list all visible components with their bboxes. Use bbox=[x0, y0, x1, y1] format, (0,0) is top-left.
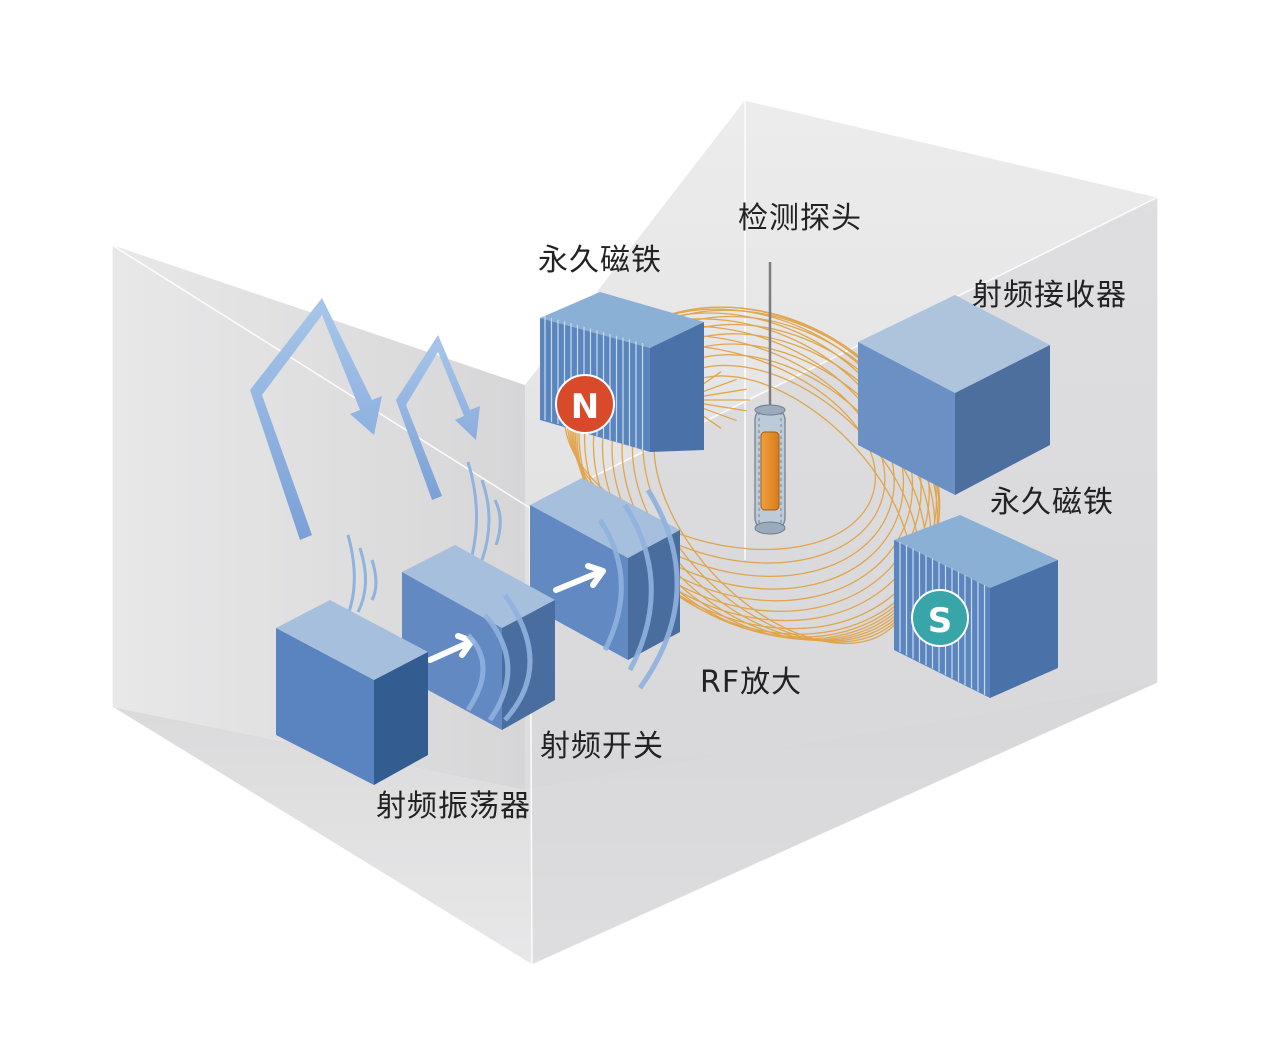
magnet-south: S bbox=[894, 515, 1058, 698]
pole-s-label: S bbox=[928, 601, 953, 641]
detection-probe bbox=[754, 262, 786, 535]
rf-oscillator-block bbox=[276, 600, 428, 785]
amp-arrow bbox=[553, 563, 606, 593]
incoming-arrows bbox=[250, 298, 480, 540]
rf-receiver-block bbox=[858, 295, 1050, 495]
label-rf-receiver: 射频接收器 bbox=[972, 278, 1127, 313]
label-permanent-magnet-top: 永久磁铁 bbox=[538, 243, 662, 278]
label-rf-oscillator: 射频振荡器 bbox=[376, 789, 531, 824]
magnet-north: N bbox=[540, 292, 704, 452]
wave-arcs-large bbox=[465, 488, 680, 722]
pole-s-badge bbox=[911, 589, 969, 647]
label-detection-probe: 检测探头 bbox=[738, 201, 862, 236]
probe-core bbox=[760, 431, 780, 511]
label-permanent-magnet-bottom: 永久磁铁 bbox=[990, 485, 1114, 520]
label-rf-switch: 射频开关 bbox=[540, 729, 664, 764]
label-rf-amplifier: RF放大 bbox=[700, 665, 802, 700]
bent-arrow-right bbox=[396, 335, 480, 500]
pole-n-badge bbox=[555, 374, 615, 434]
bent-arrow-left bbox=[250, 298, 382, 540]
pole-n-label: N bbox=[571, 387, 599, 427]
